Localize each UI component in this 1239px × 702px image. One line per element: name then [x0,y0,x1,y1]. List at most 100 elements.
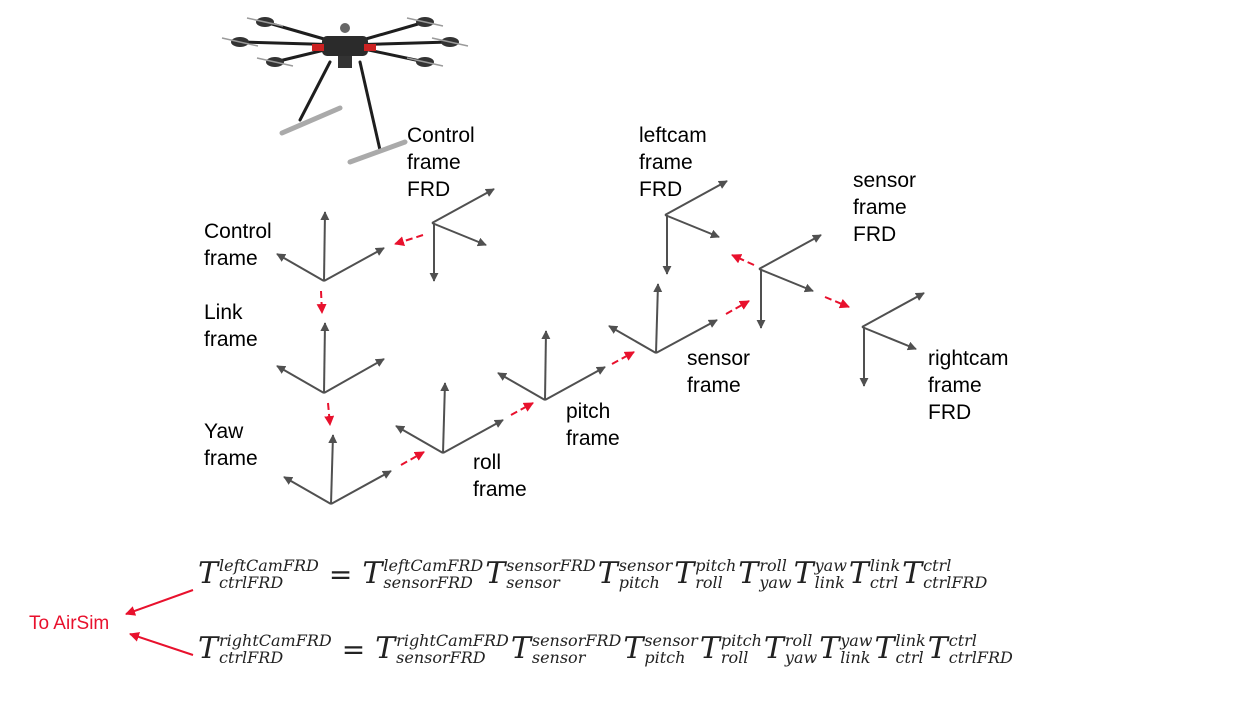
transform-superscript: link [869,556,901,575]
transform-subscript: sensorFRD [396,648,486,667]
rightcam-frame-frd-axes [859,292,925,387]
transform-superscript: sensor [618,556,673,575]
transform-subscript: ctrlFRD [923,573,988,592]
transform-symbol: T [763,631,784,666]
transform-superscript: leftCamFRD [219,556,319,575]
transform-arrow-link-to-yaw [324,402,335,426]
equals-sign: = [328,557,353,591]
transform-arrow-sensorfrd-to-rightcam [824,296,850,309]
label-rightcam-frame-frd: rightcam frame FRD [928,347,1014,424]
transform-symbol: T [198,631,219,666]
label-pitch-frame: pitch frame [566,400,620,450]
transform-superscript: roll [759,556,787,575]
transform-symbol: T [699,631,720,666]
transform-superscript: sensorFRD [506,556,596,575]
transform-subscript: pitch [618,573,660,592]
transform-superscript: rightCamFRD [219,631,332,650]
leftcam-frame-frd-axes [662,180,728,275]
label-yaw-frame: Yaw frame [204,420,258,470]
transform-superscript: sensorFRD [531,631,622,650]
transform-superscript: yaw [814,556,847,575]
label-sensor-frame: sensor frame [687,347,756,397]
label-roll-frame: roll frame [473,451,527,501]
transform-subscript: sensorFRD [383,573,473,592]
transform-symbol: T [927,631,948,666]
transform-symbol: T [375,631,396,666]
transform-subscript: yaw [784,648,818,667]
transform-arrow-yaw-to-roll [400,451,425,466]
label-control-frame: Control frame [204,220,278,270]
transform-subscript: roll [720,648,749,667]
drone-illustration [221,17,469,165]
transform-superscript: ctrl [948,631,977,650]
sensor-frame-axes [608,283,718,354]
pitch-frame-axes [497,330,606,401]
sensor-frame-frd-axes [756,234,822,329]
label-link-frame: Link frame [204,301,258,351]
transform-arrow-ctrl-to-link [316,290,327,314]
transform-symbol: T [874,631,895,666]
yaw-frame-axes [283,434,392,505]
transform-superscript: leftCamFRD [383,556,484,575]
transform-symbol: T [819,631,840,666]
transform-superscript: pitch [720,631,762,650]
transform-symbol: T [848,556,869,591]
control-frame-axes [276,211,385,282]
roll-frame-axes [395,382,504,454]
label-control-frame-frd: Control frame FRD [407,124,481,201]
transform-arrow-sensorfrd-to-leftcam [731,254,755,266]
transform-symbol: T [674,556,695,591]
transform-subscript: ctrl [895,648,924,667]
transform-arrow-pitch-to-sensor [611,351,635,365]
transform-subscript: yaw [759,573,792,592]
transform-symbol: T [738,556,759,591]
transform-subscript: roll [695,573,723,592]
transform-superscript: pitch [695,556,737,575]
transform-subscript: ctrl [869,573,899,592]
transform-symbol: T [510,631,531,666]
transform-symbol: T [623,631,644,666]
transform-subscript: ctrlFRD [948,648,1013,667]
transform-symbol: T [485,556,506,591]
transform-superscript: sensor [644,631,698,650]
to-airsim-label: To AirSim [29,613,109,634]
transform-superscript: roll [784,631,813,650]
label-leftcam-frame-frd: leftcam frame FRD [639,124,713,201]
equals-sign: = [341,632,366,666]
transform-subscript: sensor [506,573,560,592]
transform-symbol: T [902,556,923,591]
transform-symbol: T [597,556,618,591]
to-airsim-arrow-bottom [129,632,194,656]
link-frame-axes [276,322,385,394]
control-frame-frd-axes [429,188,495,282]
transform-superscript: ctrl [923,556,952,575]
transform-arrow-roll-to-pitch [510,402,534,416]
transform-subscript: ctrlFRD [219,573,284,592]
label-sensor-frame-frd: sensor frame FRD [853,169,922,246]
transform-superscript: yaw [840,631,873,650]
transform-arrow-ctrlfrd-to-ctrl [394,234,424,247]
transform-subscript: link [814,573,845,592]
transform-superscript: rightCamFRD [396,631,509,650]
transform-subscript: pitch [644,648,686,667]
